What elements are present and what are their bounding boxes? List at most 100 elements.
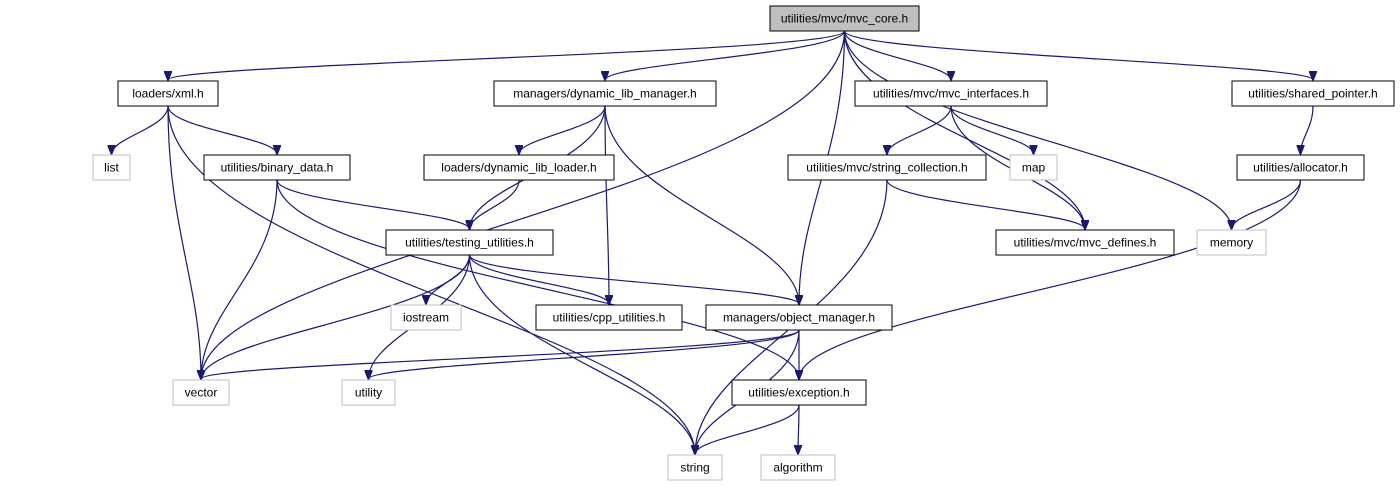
edge-utilities-testing-utilities-h-to-vector <box>201 254 471 379</box>
edge-managers-dynamic-lib-manager-h-to-loaders-dynamic-lib-loader-h <box>519 105 606 154</box>
node-box <box>1231 80 1395 107</box>
edge-managers-dynamic-lib-manager-h-to-managers-object-manager-h <box>604 105 799 304</box>
node-algorithm: algorithm <box>760 454 836 481</box>
edge-utilities-shared-pointer-h-to-utilities-allocator-h <box>1301 105 1314 154</box>
edge-utilities-binary-data-h-to-vector <box>201 179 278 379</box>
node-box <box>390 304 462 331</box>
node-layer: utilities/mvc/mvc_core.h loaders/xml.h man… <box>92 5 1395 481</box>
node-label: list <box>104 161 119 175</box>
node-utilities-allocator-h[interactable]: utilities/allocator.h <box>1236 154 1365 181</box>
edge-loaders-xml-h-to-vector <box>167 105 201 379</box>
node-box <box>341 379 396 406</box>
edge-utilities-mvc-mvc-core-h-to-vector <box>201 30 846 379</box>
node-label: loaders/dynamic_lib_loader.h <box>441 161 596 175</box>
node-box <box>1009 154 1058 181</box>
edge-utilities-mvc-mvc-core-h-to-loaders-xml-h <box>168 30 846 80</box>
node-utilities-testing-utilities-h[interactable]: utilities/testing_utilities.h <box>385 229 554 256</box>
edge-layer <box>112 30 1314 454</box>
edge-utilities-mvc-mvc-core-h-to-memory <box>843 30 1232 229</box>
node-managers-dynamic-lib-manager-h[interactable]: managers/dynamic_lib_manager.h <box>493 80 717 107</box>
edge-utilities-exception-h-to-string <box>695 404 800 454</box>
node-label: utility <box>355 386 382 400</box>
edge-loaders-dynamic-lib-loader-h-to-utilities-testing-utilities-h <box>470 179 520 229</box>
node-vector: vector <box>172 379 230 406</box>
node-loaders-xml-h[interactable]: loaders/xml.h <box>117 80 219 107</box>
node-label: utilities/testing_utilities.h <box>405 236 534 250</box>
edge-managers-object-manager-h-to-vector <box>201 329 800 379</box>
node-box <box>760 454 836 481</box>
node-label: utilities/mvc/mvc_defines.h <box>1014 236 1157 250</box>
edge-utilities-mvc-mvc-interfaces-h-to-map <box>950 105 1034 154</box>
edge-loaders-xml-h-to-list <box>112 105 169 154</box>
edge-loaders-xml-h-to-utilities-binary-data-h <box>167 105 277 154</box>
node-label: managers/object_manager.h <box>723 311 875 325</box>
edge-utilities-testing-utilities-h-to-managers-object-manager-h <box>468 254 800 304</box>
node-box <box>92 154 131 181</box>
node-box <box>172 379 230 406</box>
node-box <box>769 5 920 32</box>
edge-utilities-testing-utilities-h-to-string <box>468 254 696 454</box>
edge-utilities-mvc-mvc-core-h-to-utilities-shared-pointer-h <box>843 30 1314 80</box>
node-box <box>493 80 717 107</box>
node-utilities-exception-h[interactable]: utilities/exception.h <box>731 379 867 406</box>
node-label: utilities/mvc/mvc_core.h <box>781 12 908 26</box>
node-map: map <box>1009 154 1058 181</box>
node-label: algorithm <box>773 461 822 475</box>
node-label: loaders/xml.h <box>132 87 203 101</box>
node-label: utilities/exception.h <box>748 386 849 400</box>
node-box <box>1196 229 1267 256</box>
node-utilities-mvc-mvc-core-h[interactable]: utilities/mvc/mvc_core.h <box>769 5 920 32</box>
node-label: utilities/mvc/mvc_interfaces.h <box>873 87 1029 101</box>
node-iostream: iostream <box>390 304 462 331</box>
node-box <box>203 154 351 181</box>
edge-utilities-mvc-string-collection-h-to-utilities-mvc-mvc-defines-h <box>886 179 1085 229</box>
node-box <box>854 80 1048 107</box>
node-label: utilities/allocator.h <box>1253 161 1348 175</box>
node-utilities-binary-data-h[interactable]: utilities/binary_data.h <box>203 154 351 181</box>
node-label: utilities/binary_data.h <box>221 161 334 175</box>
edge-utilities-exception-h-to-algorithm <box>798 404 799 454</box>
node-managers-object-manager-h[interactable]: managers/object_manager.h <box>705 304 893 331</box>
edge-utilities-mvc-mvc-interfaces-h-to-utilities-mvc-string-collection-h <box>887 105 952 154</box>
node-label: map <box>1022 161 1046 175</box>
node-utility: utility <box>341 379 396 406</box>
node-utilities-mvc-mvc-interfaces-h[interactable]: utilities/mvc/mvc_interfaces.h <box>854 80 1048 107</box>
edge-utilities-mvc-mvc-core-h-to-utilities-mvc-mvc-defines-h <box>843 30 1086 229</box>
node-label: vector <box>185 386 218 400</box>
node-utilities-mvc-string-collection-h[interactable]: utilities/mvc/string_collection.h <box>787 154 987 181</box>
edge-managers-object-manager-h-to-utility <box>369 329 800 379</box>
node-utilities-shared-pointer-h[interactable]: utilities/shared_pointer.h <box>1231 80 1395 107</box>
node-box <box>117 80 219 107</box>
node-list: list <box>92 154 131 181</box>
node-label: utilities/shared_pointer.h <box>1248 87 1377 101</box>
edge-utilities-allocator-h-to-utilities-exception-h <box>799 179 1302 379</box>
edge-utilities-binary-data-h-to-utilities-exception-h <box>276 179 799 379</box>
edge-managers-dynamic-lib-manager-h-to-utilities-cpp-utilities-h <box>604 105 609 304</box>
node-box <box>667 454 723 481</box>
node-string: string <box>667 454 723 481</box>
edge-utilities-testing-utilities-h-to-utilities-cpp-utilities-h <box>468 254 610 304</box>
node-box <box>705 304 893 331</box>
node-box <box>995 229 1175 256</box>
edge-utilities-mvc-mvc-core-h-to-managers-dynamic-lib-manager-h <box>605 30 846 80</box>
node-box <box>385 229 554 256</box>
node-loaders-dynamic-lib-loader-h[interactable]: loaders/dynamic_lib_loader.h <box>423 154 615 181</box>
node-label: memory <box>1210 236 1253 250</box>
edge-utilities-allocator-h-to-memory <box>1232 179 1302 229</box>
edge-utilities-binary-data-h-to-utilities-testing-utilities-h <box>276 179 470 229</box>
node-box <box>423 154 615 181</box>
node-label: iostream <box>403 311 449 325</box>
node-box <box>787 154 987 181</box>
node-utilities-cpp-utilities-h[interactable]: utilities/cpp_utilities.h <box>535 304 683 331</box>
node-box <box>731 379 867 406</box>
node-label: string <box>680 461 709 475</box>
node-label: utilities/cpp_utilities.h <box>553 311 666 325</box>
node-box <box>535 304 683 331</box>
node-label: utilities/mvc/string_collection.h <box>806 161 967 175</box>
node-memory: memory <box>1196 229 1267 256</box>
edge-utilities-mvc-mvc-core-h-to-utilities-mvc-mvc-interfaces-h <box>843 30 952 80</box>
node-label: managers/dynamic_lib_manager.h <box>513 87 696 101</box>
node-utilities-mvc-mvc-defines-h[interactable]: utilities/mvc/mvc_defines.h <box>995 229 1175 256</box>
node-box <box>1236 154 1365 181</box>
